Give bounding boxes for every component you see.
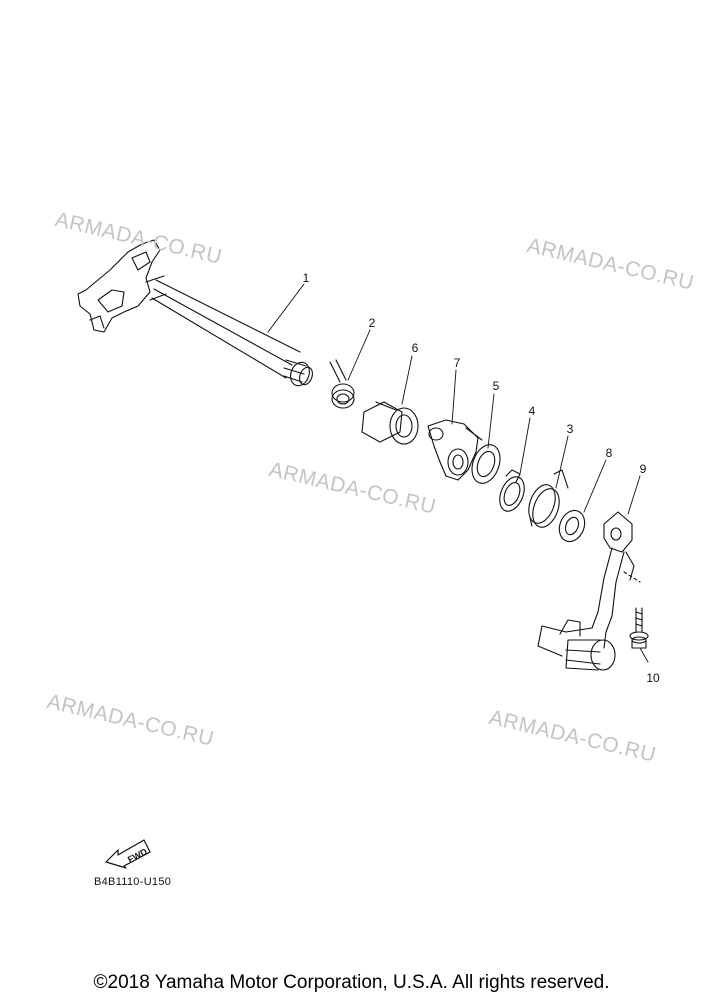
copyright-notice: ©2018 Yamaha Motor Corporation, U.S.A. A… bbox=[93, 972, 610, 993]
callout-10: 10 bbox=[646, 671, 660, 685]
callout-5: 5 bbox=[492, 379, 500, 393]
callout-2: 2 bbox=[368, 316, 376, 330]
callout-1: 1 bbox=[302, 271, 310, 285]
callout-6: 6 bbox=[411, 341, 419, 355]
fwd-arrow: FWD bbox=[104, 832, 156, 870]
callout-9: 9 bbox=[639, 462, 647, 476]
callout-3: 3 bbox=[566, 422, 574, 436]
leader-lines bbox=[267, 283, 649, 663]
circlip bbox=[499, 469, 525, 512]
fwd-arrow-icon: FWD bbox=[105, 839, 151, 869]
callout-4: 4 bbox=[528, 404, 536, 418]
washer-5 bbox=[471, 444, 501, 484]
diagram-code: B4B1110-U150 bbox=[94, 876, 172, 888]
spring-large bbox=[528, 469, 569, 528]
callout-7: 7 bbox=[453, 356, 461, 370]
collar bbox=[361, 401, 419, 445]
callout-8: 8 bbox=[605, 446, 613, 460]
shift-shaft bbox=[77, 239, 313, 387]
stopper-lever bbox=[427, 419, 483, 481]
bolt bbox=[629, 607, 649, 649]
shift-pedal bbox=[537, 511, 641, 671]
washer-8 bbox=[558, 509, 586, 543]
spring-small bbox=[329, 359, 355, 409]
